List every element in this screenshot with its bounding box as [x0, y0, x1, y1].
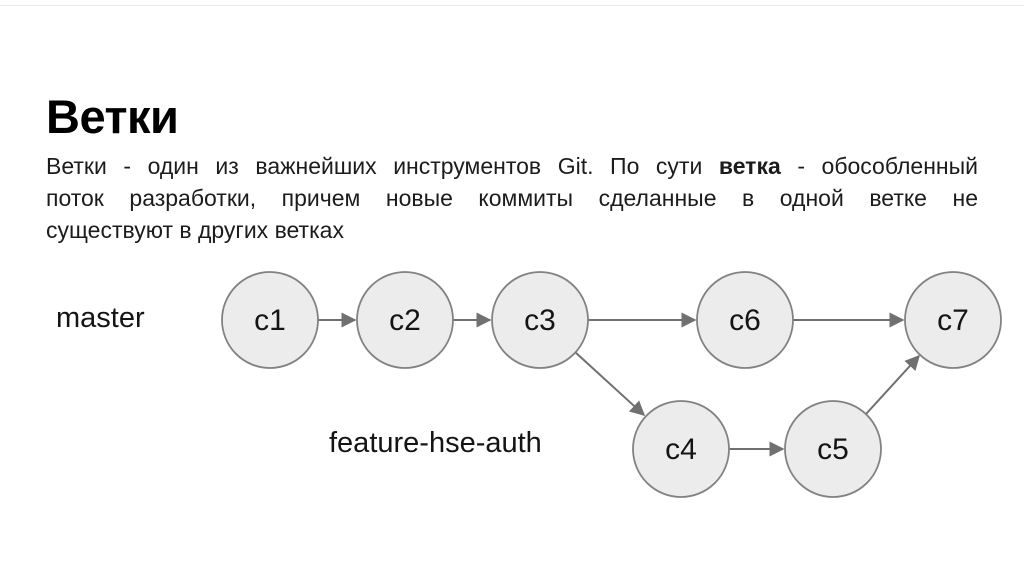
commit-circle-c3: [491, 271, 589, 369]
body-line-1-text: Ветки - один из важнейших инструментов G…: [46, 153, 719, 179]
commit-label-c5: c5: [817, 433, 849, 466]
commit-label-c4: c4: [665, 433, 697, 466]
slide-body-text: Ветки - один из важнейших инструментов G…: [46, 150, 978, 246]
edge-c5-c7: [865, 354, 921, 415]
commit-node-c3: c3: [491, 271, 589, 369]
body-line-3: существуют в других ветках: [46, 217, 344, 243]
commit-circle-c7: [904, 271, 1002, 369]
commit-label-c2: c2: [389, 304, 421, 337]
commit-node-c7: c7: [904, 271, 1002, 369]
commit-node-c6: c6: [696, 271, 794, 369]
commit-label-c7: c7: [937, 304, 969, 337]
body-line-1-bold-word: ветка: [718, 153, 781, 179]
branch-label-feature: feature-hse-auth: [329, 427, 542, 459]
body-line-1-tail: - обособленный: [780, 153, 978, 179]
commit-circle-c6: [696, 271, 794, 369]
commit-label-c3: c3: [524, 304, 556, 337]
slide-title: Ветки: [46, 90, 179, 144]
body-line-1: Ветки - один из важнейших инструментов G…: [46, 150, 978, 182]
commit-label-c6: c6: [729, 304, 761, 337]
commit-node-c2: c2: [356, 271, 454, 369]
slide-top-divider: [0, 5, 1024, 6]
commit-node-c5: c5: [784, 400, 882, 498]
commit-circle-c5: [784, 400, 882, 498]
commit-node-c4: c4: [632, 400, 730, 498]
commit-node-c1: c1: [221, 271, 319, 369]
commit-label-c1: c1: [254, 304, 286, 337]
commit-circle-c1: [221, 271, 319, 369]
body-line-2: поток разработки, причем новые коммиты с…: [46, 185, 978, 211]
edge-c3-c4: [574, 351, 646, 417]
commit-circle-c4: [632, 400, 730, 498]
commit-circle-c2: [356, 271, 454, 369]
branch-label-master: master: [56, 302, 145, 334]
